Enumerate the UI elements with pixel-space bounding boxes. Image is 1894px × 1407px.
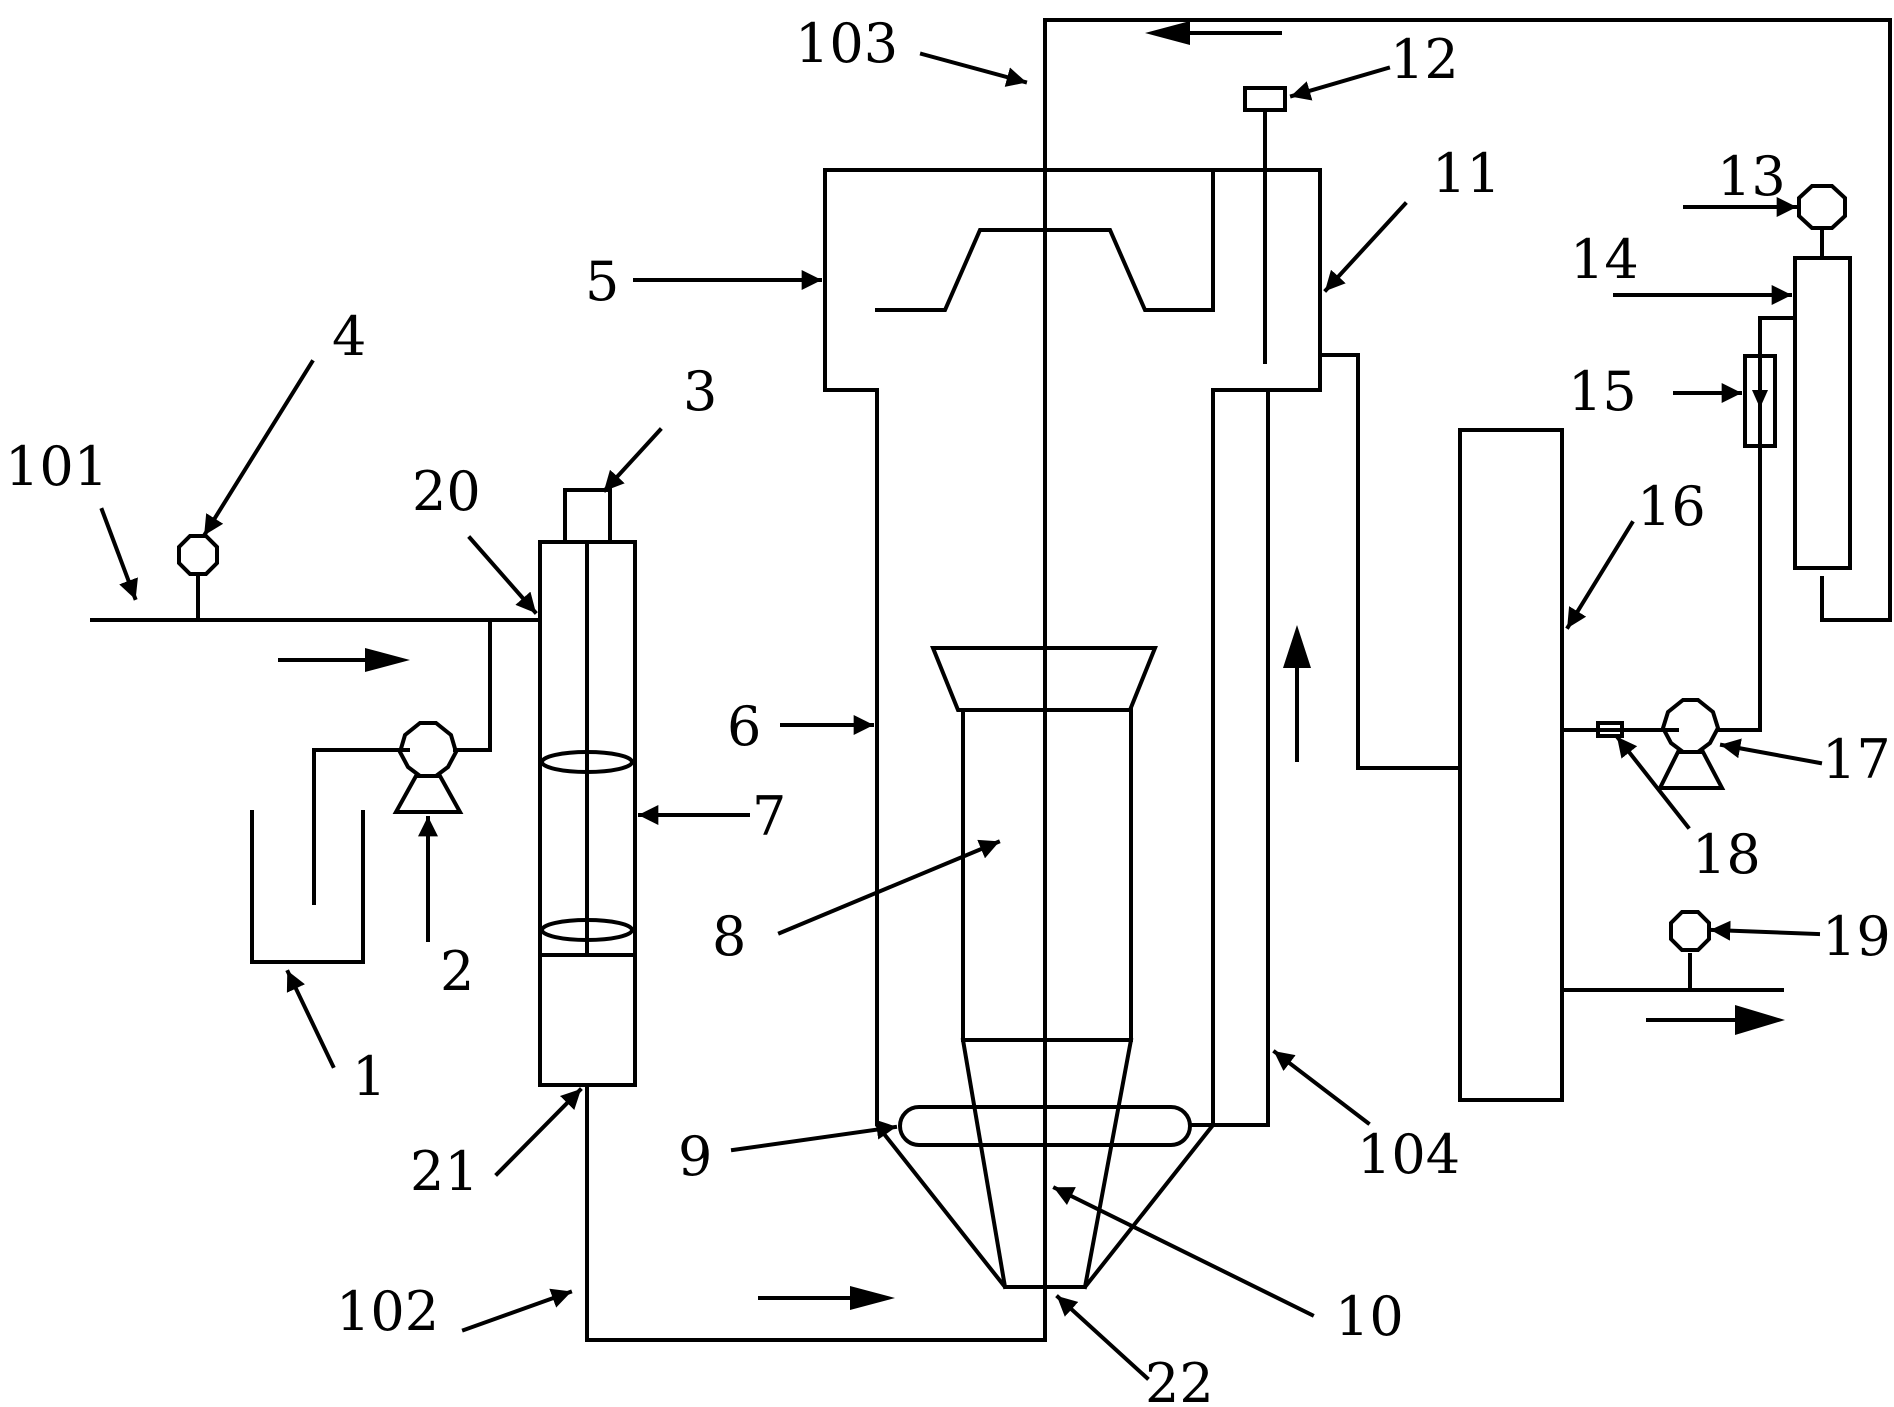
- valve-4-icon: [177, 534, 219, 576]
- dosing-pipe: [312, 748, 410, 905]
- pipe-102: [585, 1083, 1047, 1342]
- dosing-pipe-to-inlet: [453, 618, 492, 752]
- callout-labels: 101 4 20 3 2 1 7 21 102 5 6 8 9 10 22 10…: [5, 12, 1891, 1407]
- three-phase-separator-5: [823, 168, 1322, 392]
- column-ring-lower: [540, 918, 634, 942]
- column-14: [1793, 256, 1852, 570]
- flowmeter-15: [1743, 354, 1777, 448]
- label-16: 16: [1637, 475, 1706, 538]
- label-15: 15: [1568, 360, 1637, 423]
- flow-arrow-103-icon: [1145, 21, 1190, 45]
- callout-arrow-10: [1052, 1185, 1315, 1318]
- label-6: 6: [727, 695, 761, 758]
- callout-arrow-21: [494, 1087, 583, 1177]
- flow-arrow-102-icon: [850, 1286, 895, 1310]
- label-17: 17: [1822, 728, 1891, 791]
- settler-16: [1458, 428, 1564, 1102]
- label-21: 21: [410, 1140, 479, 1203]
- callout-arrow-18: [1615, 735, 1691, 830]
- label-14: 14: [1570, 228, 1639, 291]
- callout-arrow-1: [285, 969, 336, 1069]
- flow-arrow-104-icon: [1283, 625, 1311, 668]
- label-18: 18: [1692, 823, 1761, 886]
- callout-arrow-9: [730, 1119, 898, 1153]
- draft-tube-8: [961, 708, 1133, 1042]
- label-103: 103: [795, 12, 898, 75]
- label-22: 22: [1145, 1352, 1214, 1407]
- column-cap-3: [563, 488, 612, 544]
- label-19: 19: [1822, 905, 1891, 968]
- label-102: 102: [336, 1280, 439, 1343]
- valve-19-icon: [1669, 910, 1711, 952]
- callout-arrows: [99, 51, 1823, 1381]
- flow-arrow-effluent-icon: [1735, 1005, 1785, 1035]
- callout-arrow-22: [1055, 1294, 1150, 1381]
- vent-13-icon: [1797, 184, 1847, 230]
- label-10: 10: [1335, 1285, 1404, 1348]
- callout-arrow-16: [1565, 520, 1635, 630]
- callout-arrow-20: [467, 535, 538, 615]
- tank-1: [250, 810, 365, 964]
- callout-arrow-17: [1719, 738, 1823, 766]
- label-104: 104: [1357, 1123, 1460, 1186]
- column-ring-upper: [540, 750, 634, 774]
- probe-12: [1243, 86, 1287, 112]
- outlet-pipe-11: [1318, 353, 1462, 770]
- label-12: 12: [1390, 28, 1459, 91]
- check-valve-18: [1596, 721, 1624, 738]
- label-13: 13: [1717, 145, 1786, 208]
- callout-arrow-19: [1709, 920, 1821, 941]
- callout-arrow-8: [777, 839, 1001, 936]
- callout-arrow-102: [461, 1288, 573, 1333]
- draft-tube-cone-10: [960, 1037, 1008, 1290]
- label-5: 5: [585, 250, 619, 313]
- callout-arrow-103: [919, 51, 1028, 87]
- pump-17-outlet: [1716, 316, 1797, 732]
- flowmeter-15-icon: [1752, 390, 1768, 408]
- label-3: 3: [683, 360, 717, 423]
- draft-tube-cone-10b: [1082, 1037, 1134, 1290]
- label-20: 20: [412, 460, 481, 523]
- callout-arrow-104: [1272, 1049, 1371, 1126]
- label-8: 8: [712, 905, 746, 968]
- label-4: 4: [332, 305, 366, 368]
- label-101: 101: [5, 435, 108, 498]
- label-1: 1: [352, 1045, 386, 1108]
- flow-arrow-inlet-icon: [365, 648, 410, 672]
- label-2: 2: [440, 940, 474, 1003]
- label-11: 11: [1432, 142, 1501, 205]
- pipe-104: [1188, 388, 1270, 1127]
- pump-2-base-icon: [392, 774, 464, 814]
- callout-arrow-4: [202, 359, 315, 537]
- callout-arrow-11: [1323, 201, 1408, 293]
- callout-arrow-12: [1289, 65, 1391, 101]
- pump-17-base-icon: [1656, 750, 1726, 790]
- callout-arrow-3: [602, 427, 663, 493]
- callout-arrow-101: [99, 507, 138, 601]
- label-9: 9: [678, 1125, 712, 1188]
- recycle-pipe-103: [1043, 18, 1892, 622]
- pump-17-icon: [1660, 698, 1721, 754]
- label-7: 7: [752, 785, 786, 848]
